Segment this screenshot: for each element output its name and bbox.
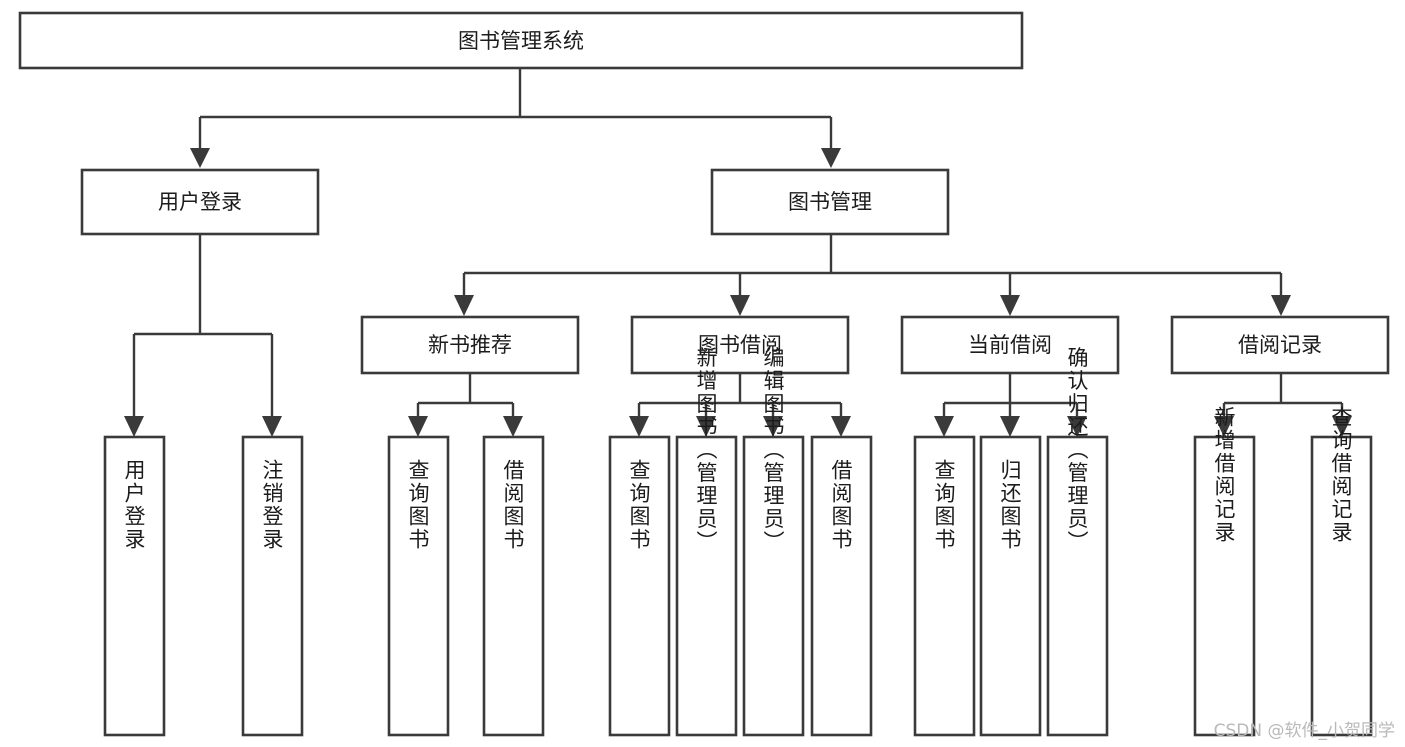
arrowhead-new-book-rec [454, 295, 474, 316]
node-leaf-8-label: 借阅图书 [829, 459, 853, 551]
node-new-book-rec-label: 新书推荐 [428, 333, 512, 357]
node-book-manage[interactable]: 图书管理 [710, 168, 950, 236]
node-leaf-query-book-3[interactable]: 查询图书 [913, 435, 976, 737]
node-leaf-13-label: 查询借阅记录 [1329, 406, 1353, 544]
node-leaf-borrow-book-1[interactable]: 借阅图书 [482, 435, 545, 737]
node-borrow-record[interactable]: 借阅记录 [1170, 315, 1390, 375]
node-leaf-10-label: 归还图书 [998, 459, 1022, 551]
connector-group-book-manage [454, 233, 1291, 316]
connector-group-borrow-record [1214, 373, 1352, 437]
arrowhead-leaf-10 [1000, 416, 1020, 437]
node-leaf-5-label: 查询图书 [627, 459, 651, 551]
node-book-borrow[interactable]: 图书借阅 [630, 315, 850, 375]
arrowhead-leaf-8 [831, 416, 851, 437]
node-leaf-query-book-2[interactable]: 查询图书 [608, 435, 671, 737]
connector-group-root [190, 68, 841, 168]
node-root-label: 图书管理系统 [458, 29, 584, 53]
arrowhead-leaf-5 [629, 416, 649, 437]
arrowhead-borrow-record [1271, 295, 1291, 316]
node-new-book-rec[interactable]: 新书推荐 [360, 315, 580, 375]
node-leaf-borrow-book-2[interactable]: 借阅图书 [810, 435, 873, 737]
connector-group-user-login [124, 234, 282, 437]
node-leaf-confirm-return[interactable]: 确认归还（管理员） [1046, 347, 1109, 737]
node-borrow-record-box[interactable] [1170, 315, 1390, 375]
node-leaf-3-label: 查询图书 [406, 459, 430, 551]
node-leaf-6-box[interactable] [675, 435, 738, 737]
node-leaf-4-box[interactable] [482, 435, 545, 737]
arrowhead-book-borrow [730, 295, 750, 316]
node-leaf-13-box[interactable] [1310, 435, 1373, 737]
node-leaf-11-box[interactable] [1046, 435, 1109, 737]
arrowhead-leaf-13 [1332, 416, 1352, 437]
arrowhead-leaf-1 [124, 416, 144, 437]
node-leaf-2-box[interactable] [241, 435, 304, 737]
node-leaf-7-label: 编辑图书（管理员） [761, 347, 785, 554]
node-leaf-4-label: 借阅图书 [501, 459, 525, 551]
node-leaf-6-label: 新增图书（管理员） [694, 347, 718, 554]
node-borrow-record-label: 借阅记录 [1238, 333, 1322, 357]
node-root-box[interactable] [18, 11, 1024, 70]
node-leaf-7-box[interactable] [742, 435, 805, 737]
arrowhead-book-manage [821, 148, 841, 168]
node-user-login[interactable]: 用户登录 [80, 168, 320, 236]
connector-group-new-book-rec [408, 373, 523, 437]
node-current-borrow-box[interactable] [900, 315, 1120, 375]
node-current-borrow[interactable]: 当前借阅 [900, 315, 1120, 375]
arrowhead-leaf-3 [408, 416, 428, 437]
node-root[interactable]: 图书管理系统 [18, 11, 1024, 70]
node-leaf-edit-book[interactable]: 编辑图书（管理员） [742, 347, 805, 737]
node-leaf-11-label: 确认归还（管理员） [1065, 347, 1089, 554]
arrowhead-leaf-9 [934, 416, 954, 437]
node-book-borrow-box[interactable] [630, 315, 850, 375]
node-leaf-8-box[interactable] [810, 435, 873, 737]
node-book-borrow-label: 图书借阅 [698, 333, 782, 357]
node-leaf-1-label: 用户登录 [122, 459, 146, 551]
node-leaf-9-box[interactable] [913, 435, 976, 737]
node-leaf-9-label: 查询图书 [932, 459, 956, 551]
node-leaf-5-box[interactable] [608, 435, 671, 737]
connector-group-book-borrow [629, 373, 851, 437]
node-leaf-12-box[interactable] [1193, 435, 1256, 737]
node-user-login-box[interactable] [80, 168, 320, 236]
arrowhead-leaf-12 [1214, 416, 1234, 437]
arrowhead-leaf-2 [262, 416, 282, 437]
node-leaf-2-label: 注销登录 [260, 459, 284, 551]
node-leaf-12-label: 新增借阅记录 [1212, 406, 1236, 544]
node-leaf-return-book[interactable]: 归还图书 [979, 435, 1042, 737]
node-book-manage-label: 图书管理 [788, 190, 872, 214]
node-leaf-query-borrow-record[interactable]: 查询借阅记录 [1310, 406, 1373, 737]
arrowhead-current-borrow [1000, 295, 1020, 316]
arrowhead-leaf-7 [763, 416, 783, 437]
node-current-borrow-label: 当前借阅 [968, 333, 1052, 357]
node-leaf-query-book-1[interactable]: 查询图书 [387, 435, 450, 737]
node-book-manage-box[interactable] [710, 168, 950, 236]
connector-group-current-borrow [934, 373, 1087, 437]
node-user-login-label: 用户登录 [158, 190, 242, 214]
arrowhead-leaf-11 [1067, 416, 1087, 437]
node-leaf-1-box[interactable] [103, 435, 166, 737]
node-leaf-add-book[interactable]: 新增图书（管理员） [675, 347, 738, 737]
node-leaf-10-box[interactable] [979, 435, 1042, 737]
node-leaf-add-borrow-record[interactable]: 新增借阅记录 [1193, 406, 1256, 737]
node-leaf-logout[interactable]: 注销登录 [241, 435, 304, 737]
node-new-book-rec-box[interactable] [360, 315, 580, 375]
arrowhead-leaf-4 [503, 416, 523, 437]
node-leaf-user-login[interactable]: 用户登录 [103, 435, 166, 737]
node-leaf-3-box[interactable] [387, 435, 450, 737]
arrowhead-user-login [190, 148, 210, 168]
arrowhead-leaf-6 [696, 416, 716, 437]
